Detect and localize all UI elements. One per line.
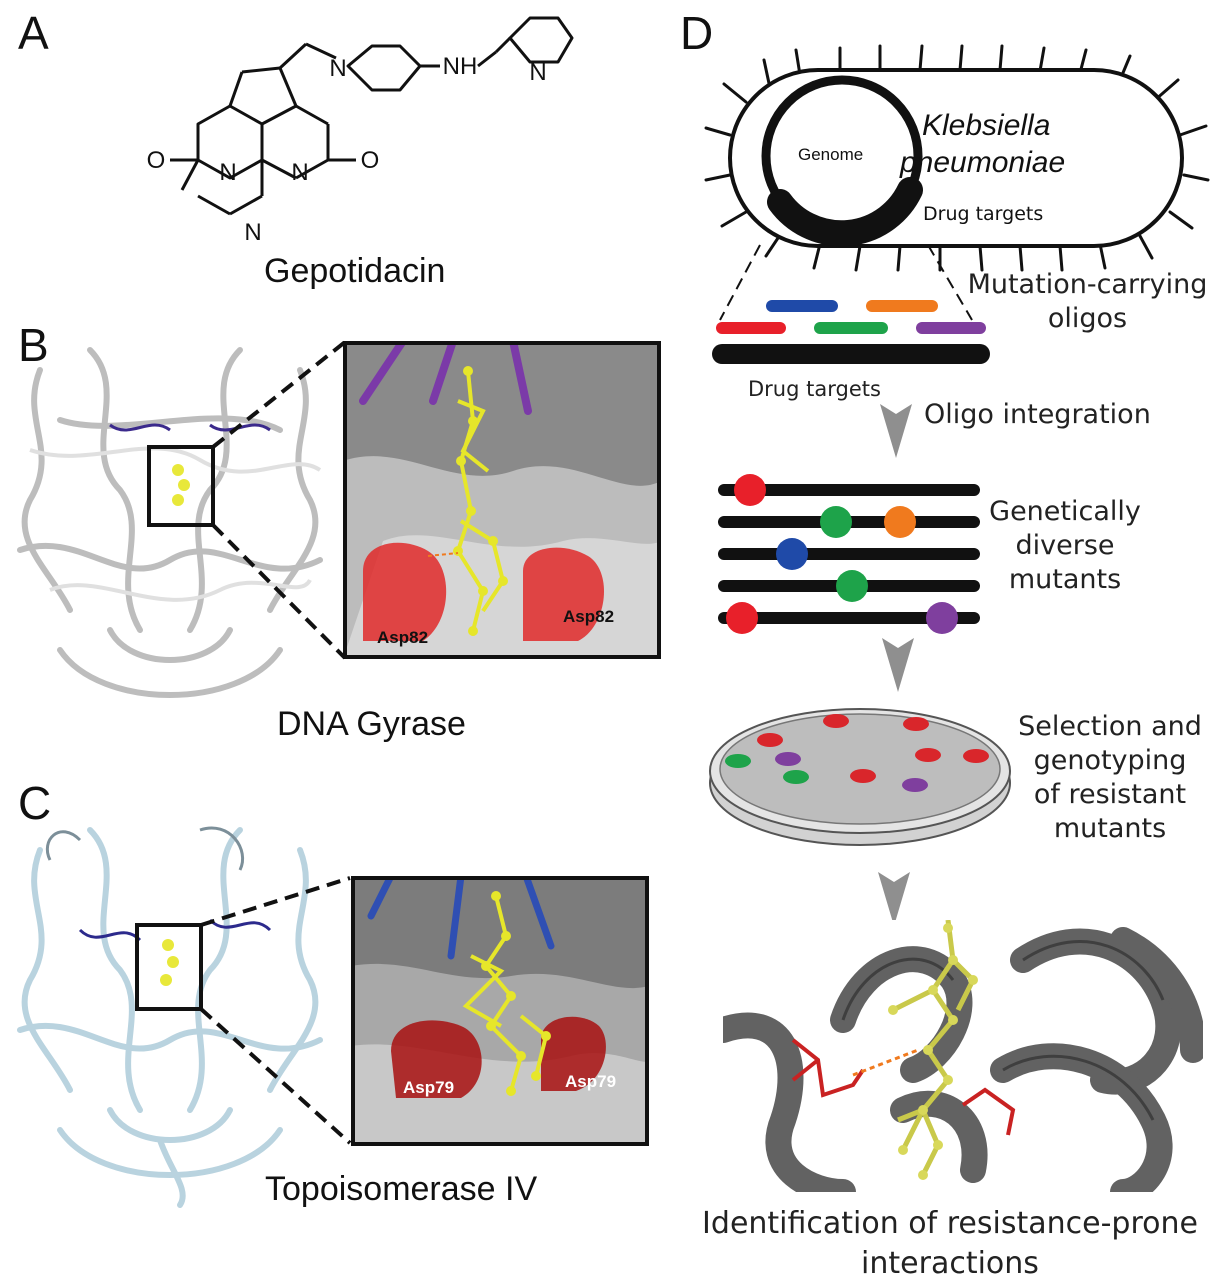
gyrase-protein-overview [17,347,323,698]
oligos-label: Mutation-carrying oligos [967,269,1208,334]
topo-zoom-lines [199,876,352,1145]
strand-targets-label: Drug targets [748,377,881,401]
atom-n-core: N [219,159,236,186]
mutation-red-1 [734,474,766,506]
panel-label-d: D [680,7,714,59]
organism-line2: pneumoniae [899,146,1065,179]
mutants-label: Genetically diverse mutants [989,496,1141,595]
bacterial-cell: Genome Drug targets Klebsiella pneumonia… [704,44,1210,272]
petri-dish [709,708,1011,846]
topo-residue-right: Asp79 [565,1072,616,1091]
molecule-name: Gepotidacin [264,252,446,290]
topo-residue-left: Asp79 [403,1078,454,1097]
atom-n-core2: N [291,159,308,186]
mutation-green-1 [820,506,852,538]
mutation-blue [776,538,808,570]
gyrase-residue-right: Asp82 [563,607,614,626]
arrow-3 [878,872,910,926]
mutation-purple [926,602,958,634]
interaction-render [723,920,1203,1192]
selection-label: Selection and genotyping of resistant mu… [1018,711,1202,844]
mutation-green-2 [836,570,868,602]
atom-n-bottom: N [244,219,261,246]
arrow-1 [880,404,912,458]
atom-n-pyridine: N [529,59,546,86]
topo-binding-pocket: Asp79 Asp79 [351,876,649,1146]
panel-label-a: A [18,7,49,59]
atom-n-piperidine: N [329,55,346,82]
genome-label: Genome [798,145,863,164]
atom-o-left: O [147,147,166,174]
gyrase-zoom-lines [211,340,347,660]
integration-label: Oligo integration [924,399,1151,430]
gepotidacin-structure: O N N O N N NH N [147,16,574,246]
expansion-lines [719,244,973,321]
topo-label: Topoisomerase IV [265,1170,538,1208]
panel-label-b: B [18,319,49,371]
mutant-strands [718,474,980,634]
gyrase-residue-left: Asp82 [377,628,428,647]
mutation-orange [884,506,916,538]
atom-nh: NH [443,53,478,80]
atom-o-right: O [361,147,380,174]
identification-label: Identification of resistance-prone inter… [702,1206,1198,1281]
mutation-red-2 [726,602,758,634]
oligos-strand [712,300,990,364]
gyrase-label: DNA Gyrase [277,705,466,743]
gyrase-binding-pocket: Asp82 Asp82 [343,341,661,659]
panel-label-c: C [18,777,52,829]
colonies [725,714,989,792]
arrow-2 [882,638,914,692]
organism-line1: Klebsiella [922,109,1050,142]
topo-protein-overview [17,826,323,1208]
cell-drug-targets: Drug targets [923,203,1043,225]
